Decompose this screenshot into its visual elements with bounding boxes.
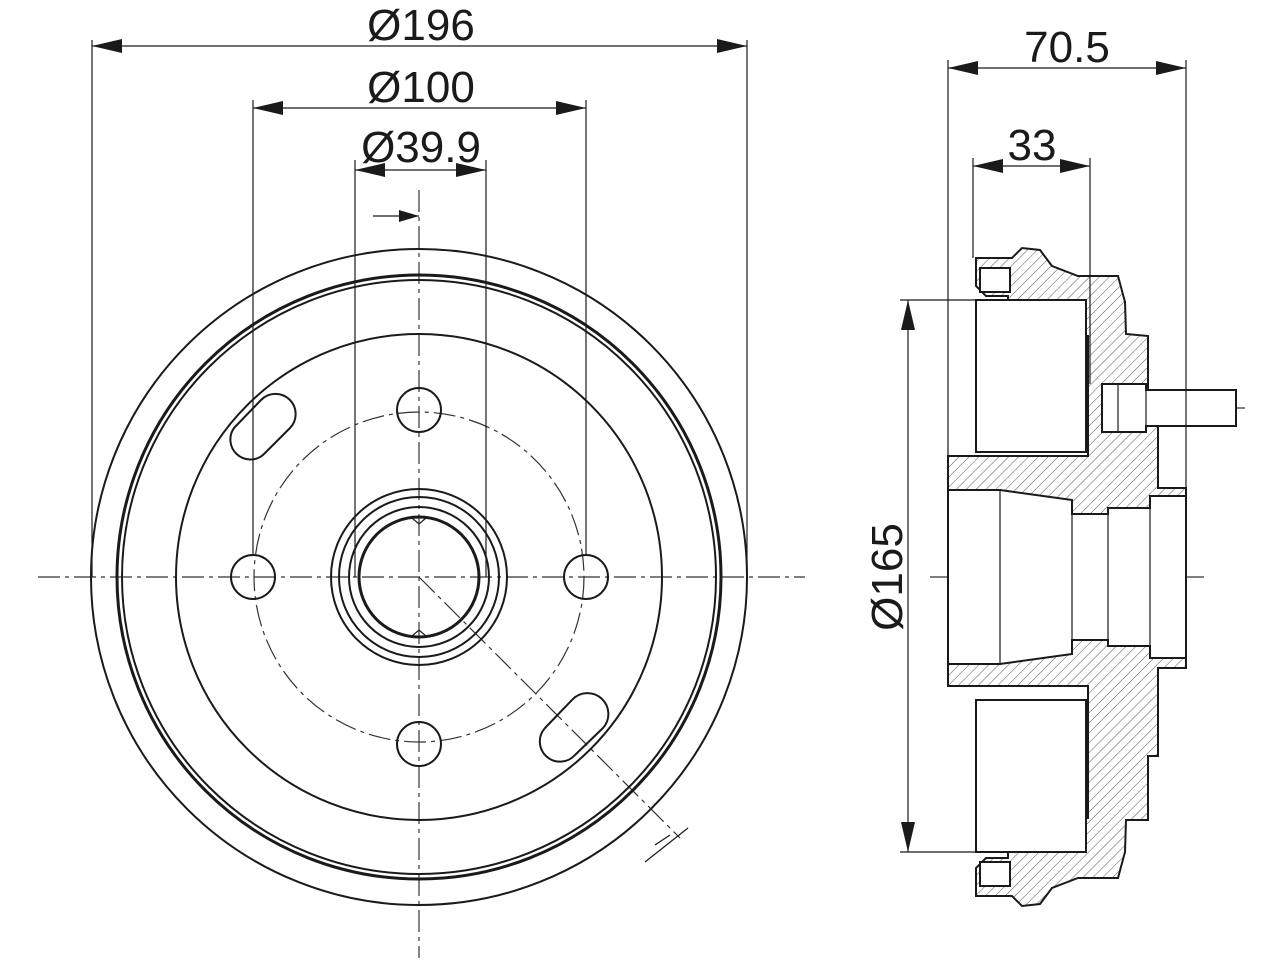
section-view: Ø165 70.5 33 xyxy=(863,23,1245,908)
dim-overall-height-label: 70.5 xyxy=(1024,23,1110,72)
lower-drum-cavity xyxy=(975,699,1087,853)
bolt-hole-top xyxy=(396,387,442,433)
drum-rim-circle xyxy=(115,273,723,881)
dim-inner-diameter-label: Ø165 xyxy=(863,523,912,631)
wheel-stud xyxy=(1101,383,1237,433)
dim-100-arrow-right xyxy=(556,101,586,115)
bore-notch-top xyxy=(411,517,427,525)
hub-ring-inner-circle xyxy=(348,506,490,648)
front-diagonal-centerline xyxy=(418,576,681,839)
top-offset-arrowhead xyxy=(399,210,419,222)
dim-39-arrow-right xyxy=(456,163,486,177)
dim-165-arrow-bottom xyxy=(901,822,915,852)
dim-165-arrow-top xyxy=(901,300,915,330)
front-view: Ø196 Ø100 Ø39.9 xyxy=(38,1,805,958)
dim-70-arrow-left xyxy=(948,61,978,75)
dim-outer-diameter-label: Ø196 xyxy=(367,1,475,50)
upper-lip-slot xyxy=(979,267,1011,293)
dim-100-arrow-left xyxy=(253,101,283,115)
section-marker-tick xyxy=(654,834,671,846)
hub-outer-circle xyxy=(330,488,508,666)
dim-33-arrow-left xyxy=(973,159,1003,173)
section-marker-line xyxy=(644,827,689,863)
bolt-hole-bottom xyxy=(396,721,442,767)
slot-hole-lower-right xyxy=(538,692,610,763)
dim-33-arrow-right xyxy=(1060,159,1090,173)
drum-face-circle xyxy=(175,333,663,821)
dim-196-arrow-right xyxy=(717,39,747,53)
dim-center-bore-label: Ø39.9 xyxy=(361,123,481,172)
slot-hole-upper-left xyxy=(229,392,297,461)
dim-39-arrow-left xyxy=(355,163,385,177)
lower-lip-slot xyxy=(979,861,1011,887)
bore-notch-bottom xyxy=(411,629,427,637)
drum-rim-inner-circle xyxy=(121,279,717,875)
bolt-circle xyxy=(253,411,585,743)
dim-bolt-circle-label: Ø100 xyxy=(367,63,475,112)
hub-ring-circle xyxy=(338,496,500,658)
center-bore-circle xyxy=(357,515,481,639)
dim-hub-offset-label: 33 xyxy=(1008,121,1057,170)
upper-drum-cavity xyxy=(975,299,1087,453)
dim-196-arrow-left xyxy=(92,39,122,53)
dim-70-arrow-right xyxy=(1156,61,1186,75)
